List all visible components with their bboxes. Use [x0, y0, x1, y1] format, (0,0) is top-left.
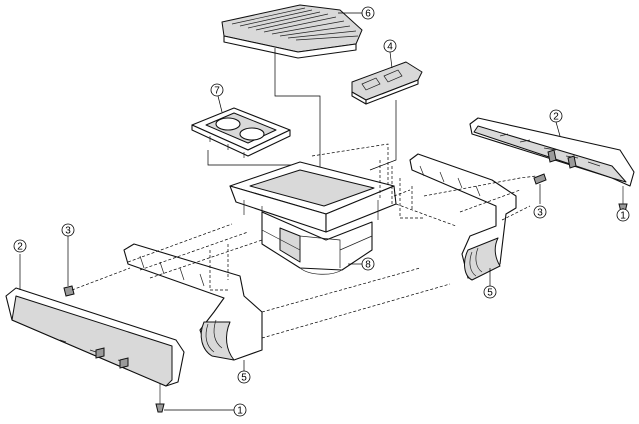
callout-1-right-number: 1 [620, 211, 626, 222]
part-armrest-lid [221, 4, 363, 59]
callout-4-number: 4 [387, 42, 393, 53]
guide-tray-to-console [207, 150, 300, 166]
leader-4 [389, 51, 393, 69]
callout-5-left: 5 [237, 370, 251, 384]
part-switch-panel [351, 61, 423, 105]
callout-1-left-number: 1 [237, 406, 243, 417]
callout-3-right-number: 3 [537, 208, 543, 219]
assembly-guide-lines [71, 143, 537, 339]
callout-5-right-number: 5 [487, 288, 493, 299]
part-screw-right [533, 173, 547, 185]
leader-2-right [555, 121, 561, 137]
part-screw-left [63, 285, 75, 297]
callout-6-number: 6 [365, 9, 371, 20]
part-side-bracket-left [123, 243, 263, 361]
callout-5-right: 5 [483, 285, 497, 299]
callout-3-left-number: 3 [65, 226, 71, 237]
callout-2-right-number: 2 [553, 112, 559, 123]
callout-5-left-number: 5 [241, 373, 247, 384]
part-side-trim-right [469, 117, 635, 187]
callout-7-number: 7 [214, 86, 220, 97]
part-console-box [229, 161, 397, 275]
callout-2-left: 2 [13, 239, 27, 253]
callout-4: 4 [383, 39, 397, 53]
callout-8-number: 8 [365, 260, 371, 271]
part-clip-left [155, 384, 165, 413]
part-side-trim-left [5, 287, 185, 387]
callout-1-left: 1 [233, 403, 247, 417]
callout-8: 8 [361, 257, 375, 271]
leader-7 [217, 95, 223, 113]
callout-1-right: 1 [616, 208, 630, 222]
callout-3-right: 3 [533, 205, 547, 219]
guide-lid-to-console [274, 48, 321, 200]
callout-6: 6 [361, 6, 375, 20]
callout-7: 7 [210, 83, 224, 97]
part-side-bracket-right [409, 153, 517, 281]
part-cup-holder-tray [191, 107, 291, 158]
callout-2-right: 2 [549, 109, 563, 123]
callout-2-left-number: 2 [17, 242, 23, 253]
callout-3-left: 3 [61, 223, 75, 237]
guide-panel-to-console [369, 100, 397, 171]
